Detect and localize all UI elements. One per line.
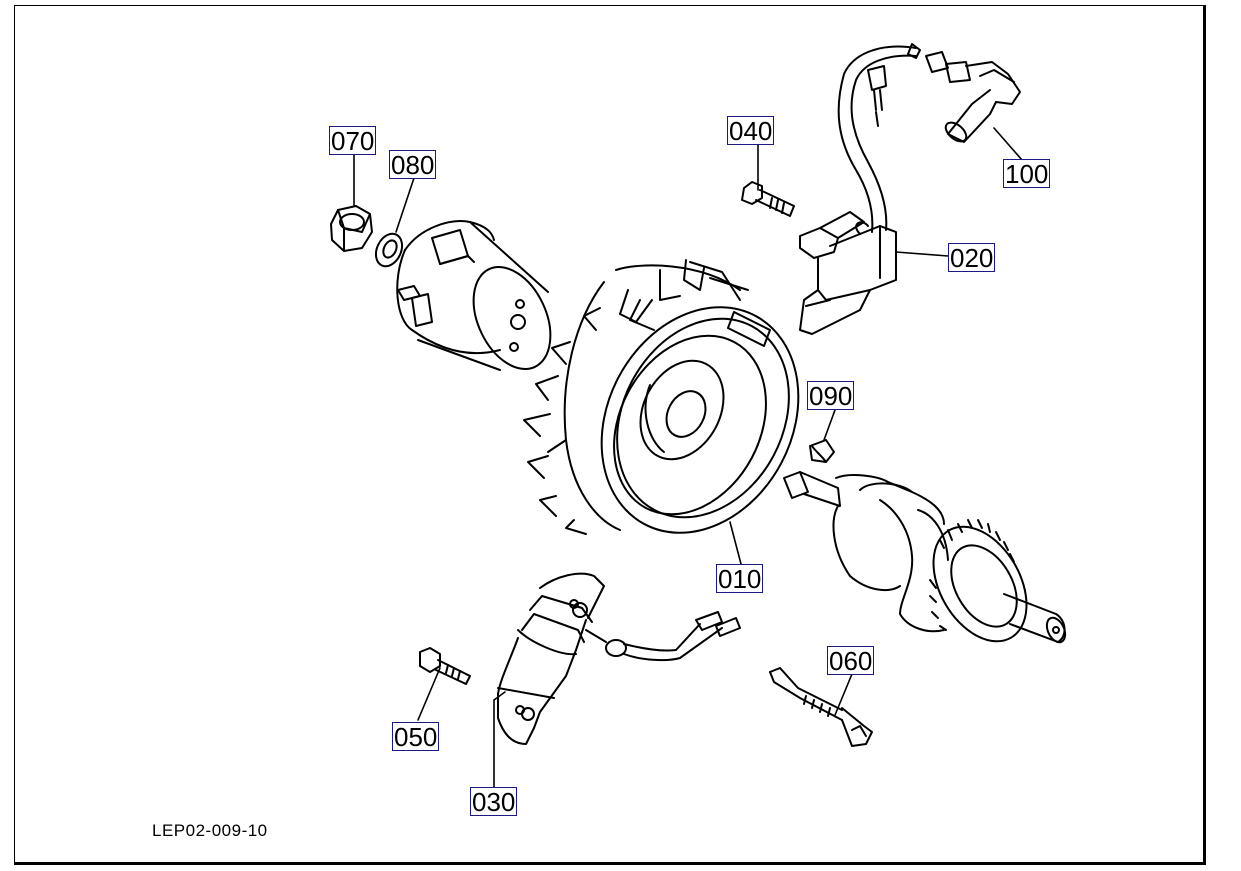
leader-100 — [993, 127, 1023, 161]
cable-tie-060 — [769, 667, 873, 747]
callout-020: 020 — [948, 243, 996, 273]
bolt-040 — [741, 181, 795, 217]
charge-coil-030 — [497, 572, 741, 745]
bolt-050 — [419, 647, 471, 685]
drawing-frame — [14, 5, 1206, 865]
leader-010 — [729, 521, 742, 565]
callout-070: 070 — [329, 126, 377, 156]
callout-100: 100 — [1003, 159, 1051, 189]
leader-080 — [395, 177, 415, 233]
crankshaft — [783, 471, 1067, 644]
figure-code: LEP02-009-10 — [152, 821, 268, 840]
key-090 — [809, 439, 835, 463]
callout-060: 060 — [827, 646, 875, 676]
leader-090 — [823, 409, 836, 441]
leader-lines — [353, 127, 1023, 788]
ignition-coil-020 — [799, 43, 921, 335]
washer-080 — [374, 232, 404, 268]
callout-040: 040 — [727, 116, 775, 146]
leader-050 — [417, 667, 441, 721]
plug-cap-100 — [925, 51, 1021, 143]
starter-cup — [396, 220, 552, 371]
callout-030: 030 — [470, 787, 518, 817]
callout-080: 080 — [389, 150, 437, 180]
leader-020 — [895, 251, 949, 257]
nut-070 — [330, 205, 373, 252]
callout-090: 090 — [807, 381, 855, 411]
callout-050: 050 — [392, 722, 440, 752]
callout-010: 010 — [716, 564, 764, 594]
leader-030b — [493, 691, 506, 701]
flywheel-010 — [523, 259, 800, 535]
